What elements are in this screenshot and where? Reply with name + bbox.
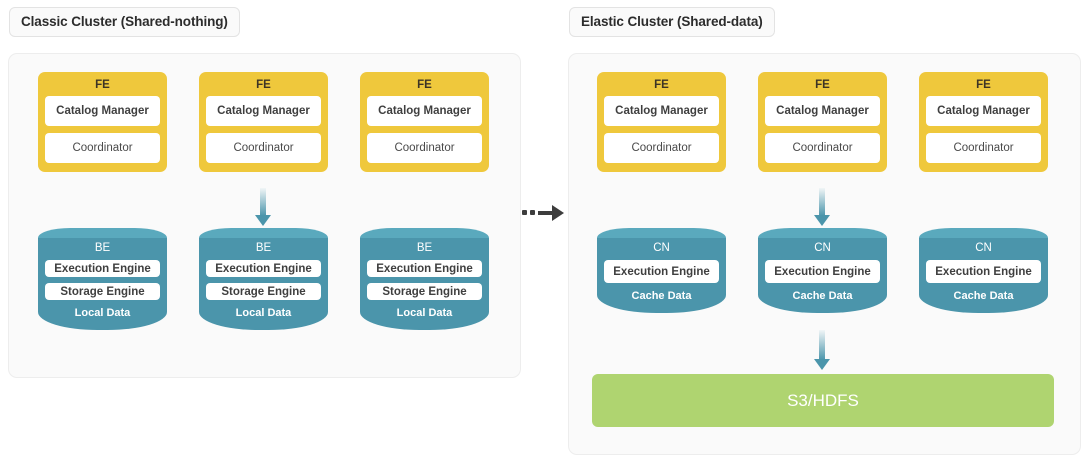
arrow-head — [814, 359, 830, 370]
classic-fe-to-be-arrow — [255, 188, 271, 226]
cylinder-body: CN Execution Engine Cache Data — [597, 238, 726, 313]
arrow-shaft — [538, 210, 554, 215]
cylinder-body: BE Execution Engine Storage Engine Local… — [360, 238, 489, 330]
fe-slot-catalog-manager: Catalog Manager — [926, 96, 1041, 126]
arrow-head — [814, 215, 830, 226]
fe-title: FE — [976, 79, 991, 91]
classic-fe-node-2[interactable]: FE Catalog Manager Coordinator — [199, 72, 328, 172]
cn-footer-cache-data: Cache Data — [631, 290, 692, 302]
fe-title: FE — [654, 79, 669, 91]
be-slot-execution-engine: Execution Engine — [367, 260, 482, 277]
classic-fe-node-1[interactable]: FE Catalog Manager Coordinator — [38, 72, 167, 172]
classic-be-node-2[interactable]: BE Execution Engine Storage Engine Local… — [199, 228, 328, 340]
fe-slot-coordinator: Coordinator — [926, 133, 1041, 163]
arrow-head — [552, 205, 564, 221]
fe-slot-catalog-manager: Catalog Manager — [206, 96, 321, 126]
cylinder-body: CN Execution Engine Cache Data — [758, 238, 887, 313]
cn-title: CN — [975, 242, 992, 254]
cn-title: CN — [653, 242, 670, 254]
cn-footer-cache-data: Cache Data — [953, 290, 1014, 302]
arrow-shaft — [819, 188, 825, 216]
be-footer-local-data: Local Data — [235, 307, 292, 319]
classic-fe-node-3[interactable]: FE Catalog Manager Coordinator — [360, 72, 489, 172]
fe-title: FE — [417, 79, 432, 91]
arrow-shaft — [819, 330, 825, 360]
be-footer-local-data: Local Data — [74, 307, 131, 319]
be-slot-storage-engine: Storage Engine — [45, 283, 160, 300]
arrow-head — [255, 215, 271, 226]
cn-title: CN — [814, 242, 831, 254]
elastic-fe-node-2[interactable]: FE Catalog Manager Coordinator — [758, 72, 887, 172]
cylinder-body: BE Execution Engine Storage Engine Local… — [38, 238, 167, 330]
fe-slot-coordinator: Coordinator — [367, 133, 482, 163]
fe-slot-coordinator: Coordinator — [765, 133, 880, 163]
fe-slot-catalog-manager: Catalog Manager — [367, 96, 482, 126]
arrow-shaft — [260, 188, 266, 216]
be-title: BE — [255, 242, 272, 254]
fe-title: FE — [815, 79, 830, 91]
classic-be-node-1[interactable]: BE Execution Engine Storage Engine Local… — [38, 228, 167, 340]
elastic-fe-node-1[interactable]: FE Catalog Manager Coordinator — [597, 72, 726, 172]
cn-slot-execution-engine: Execution Engine — [926, 260, 1041, 283]
dash-segment — [530, 210, 535, 215]
fe-slot-catalog-manager: Catalog Manager — [45, 96, 160, 126]
be-slot-storage-engine: Storage Engine — [206, 283, 321, 300]
cn-slot-execution-engine: Execution Engine — [765, 260, 880, 283]
be-slot-execution-engine: Execution Engine — [206, 260, 321, 277]
fe-slot-coordinator: Coordinator — [45, 133, 160, 163]
fe-slot-catalog-manager: Catalog Manager — [604, 96, 719, 126]
be-footer-local-data: Local Data — [396, 307, 453, 319]
elastic-cn-node-2[interactable]: CN Execution Engine Cache Data — [758, 228, 887, 323]
be-slot-execution-engine: Execution Engine — [45, 260, 160, 277]
shared-storage-s3-hdfs[interactable]: S3/HDFS — [592, 374, 1054, 427]
be-title: BE — [416, 242, 433, 254]
fe-slot-coordinator: Coordinator — [604, 133, 719, 163]
dashed-arrow-icon — [522, 204, 566, 222]
be-slot-storage-engine: Storage Engine — [367, 283, 482, 300]
dash-segment — [522, 210, 527, 215]
fe-title: FE — [95, 79, 110, 91]
cylinder-body: BE Execution Engine Storage Engine Local… — [199, 238, 328, 330]
fe-slot-coordinator: Coordinator — [206, 133, 321, 163]
elastic-cn-node-3[interactable]: CN Execution Engine Cache Data — [919, 228, 1048, 323]
elastic-cn-node-1[interactable]: CN Execution Engine Cache Data — [597, 228, 726, 323]
cn-footer-cache-data: Cache Data — [792, 290, 853, 302]
cn-slot-execution-engine: Execution Engine — [604, 260, 719, 283]
fe-title: FE — [256, 79, 271, 91]
elastic-fe-node-3[interactable]: FE Catalog Manager Coordinator — [919, 72, 1048, 172]
cylinder-body: CN Execution Engine Cache Data — [919, 238, 1048, 313]
be-title: BE — [94, 242, 111, 254]
elastic-cn-to-storage-arrow — [814, 330, 830, 370]
panel-title-classic-cluster: Classic Cluster (Shared-nothing) — [9, 7, 240, 37]
classic-be-node-3[interactable]: BE Execution Engine Storage Engine Local… — [360, 228, 489, 340]
fe-slot-catalog-manager: Catalog Manager — [765, 96, 880, 126]
panel-title-elastic-cluster: Elastic Cluster (Shared-data) — [569, 7, 775, 37]
elastic-fe-to-cn-arrow — [814, 188, 830, 226]
